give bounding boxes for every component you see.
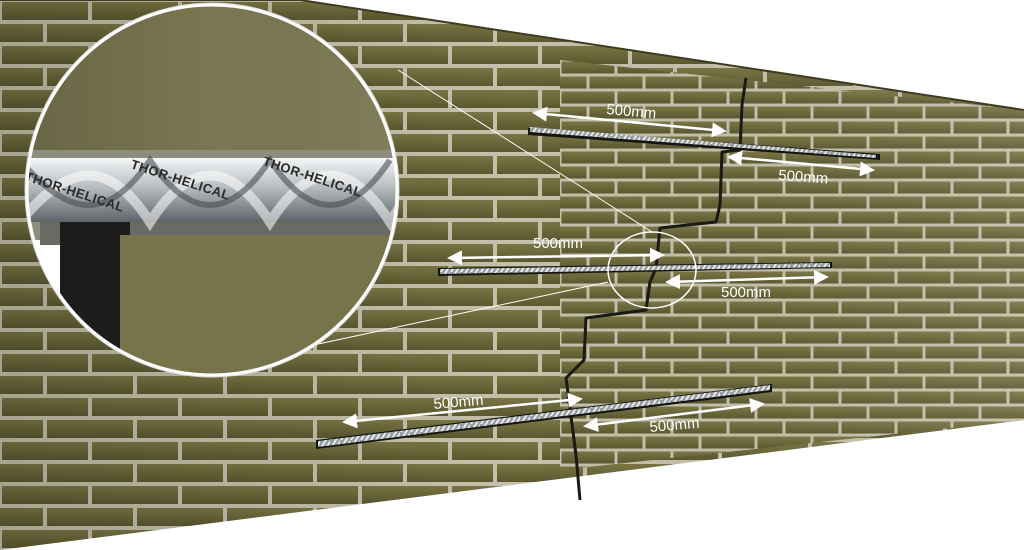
dimension-label: 500mm [606,101,657,122]
double-arrow-icon [583,398,765,432]
dimension-top-left: 500mm [532,101,727,138]
double-arrow-icon [447,247,665,266]
dimension-label: 500mm [721,284,771,301]
double-arrow-icon [342,392,583,429]
double-arrow-icon [727,150,875,177]
helical-bar-middle [438,262,832,276]
double-arrow-icon [532,106,727,138]
dimension-label: 500mm [649,415,700,436]
dimension-top-right: 500mm [727,150,875,187]
dimension-label: 500mm [778,167,829,187]
dimension-bottom-left: 500mm [342,392,583,429]
dimension-middle-left: 500mm [447,235,665,266]
zoom-callout [289,69,697,351]
dimension-bottom-right: 500mm [583,398,765,436]
dimension-label: 500mm [433,392,484,413]
dimension-label: 500mm [533,235,583,252]
